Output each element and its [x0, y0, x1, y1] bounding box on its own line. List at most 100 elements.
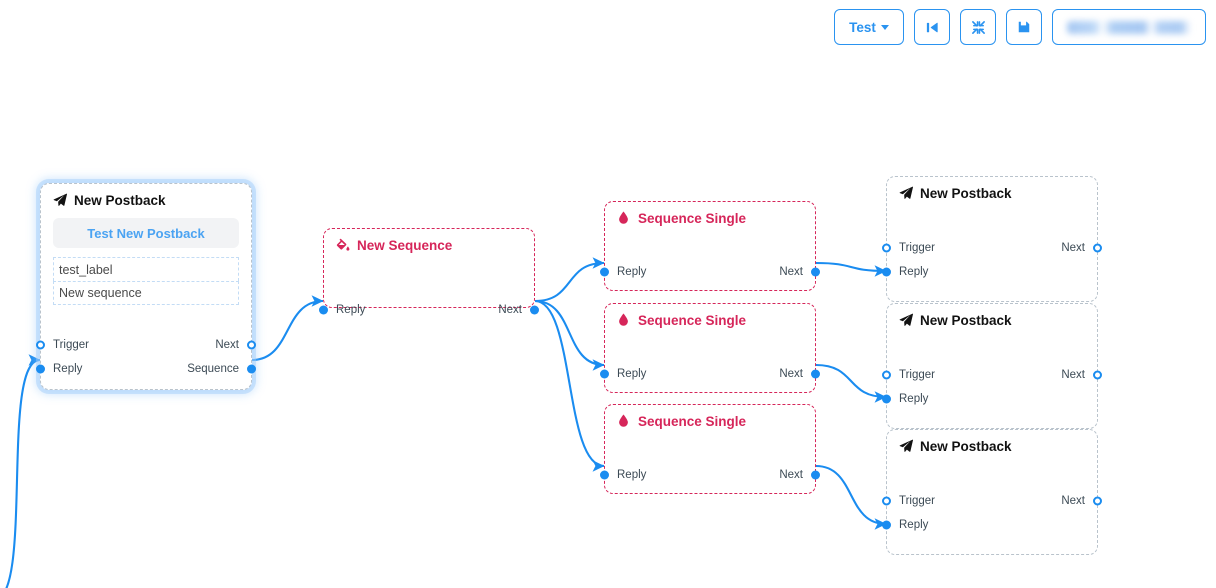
- port-next-label: Next: [779, 368, 803, 380]
- port-next-handle[interactable]: [1093, 370, 1102, 380]
- node-title: New Postback: [41, 184, 251, 208]
- port-reply-label: Reply: [617, 266, 647, 278]
- port-next-handle[interactable]: [1093, 243, 1102, 253]
- node-title-text: New Postback: [920, 313, 1012, 328]
- port-next-handle[interactable]: [811, 267, 820, 277]
- node-title: New Postback: [887, 304, 1097, 328]
- save-button[interactable]: [1006, 9, 1042, 45]
- port-reply-handle[interactable]: [600, 470, 609, 480]
- port-reply-label: Reply: [336, 304, 366, 316]
- paint-bucket-icon: [336, 238, 351, 253]
- port-row: Reply Sequence: [36, 361, 256, 377]
- node-title-text: New Sequence: [357, 238, 453, 253]
- edge-new-sequence-next-to-single-2[interactable]: [534, 299, 605, 371]
- port-next-handle[interactable]: [247, 340, 256, 350]
- node-title: Sequence Single: [605, 202, 815, 226]
- edge-single-1-to-postback-right-1[interactable]: [815, 261, 887, 277]
- edge-single-3-to-postback-right-3[interactable]: [815, 464, 887, 530]
- edge-new-sequence-next-to-single-1[interactable]: [534, 257, 605, 303]
- port-row: Reply: [882, 264, 1097, 280]
- port-row: Trigger Next: [36, 337, 256, 353]
- node-title: New Postback: [887, 430, 1097, 454]
- skip-to-start-icon: [925, 20, 940, 35]
- sequence-field[interactable]: New sequence: [53, 281, 239, 305]
- port-trigger-label: Trigger: [53, 339, 89, 351]
- edge-single-2-to-postback-right-2[interactable]: [815, 363, 887, 403]
- port-next-label: Next: [1061, 369, 1085, 381]
- compress-arrows-icon: [971, 20, 986, 35]
- port-trigger-label: Trigger: [899, 369, 935, 381]
- port-row: Reply Next: [319, 302, 539, 318]
- port-reply-handle[interactable]: [882, 520, 891, 530]
- port-next-handle[interactable]: [1093, 496, 1102, 506]
- node-title-text: Sequence Single: [638, 414, 747, 429]
- paper-plane-icon: [899, 439, 914, 454]
- water-drop-icon: [617, 414, 632, 429]
- node-title-text: New Postback: [920, 439, 1012, 454]
- skip-to-start-button[interactable]: [914, 9, 950, 45]
- port-row: Reply Next: [600, 264, 820, 280]
- test-new-postback-button[interactable]: Test New Postback: [53, 218, 239, 248]
- flow-name-value: [1067, 20, 1191, 34]
- port-row: Reply: [882, 517, 1097, 533]
- node-title: Sequence Single: [605, 304, 815, 328]
- compress-button[interactable]: [960, 9, 996, 45]
- port-reply-handle[interactable]: [882, 267, 891, 277]
- port-trigger-label: Trigger: [899, 495, 935, 507]
- port-reply-label: Reply: [617, 368, 647, 380]
- edge-new-sequence-next-to-single-3[interactable]: [534, 299, 605, 472]
- paper-plane-icon: [899, 186, 914, 201]
- port-next-label: Next: [215, 339, 239, 351]
- paper-plane-icon: [53, 193, 68, 208]
- node-title-text: Sequence Single: [638, 211, 747, 226]
- port-row: Reply Next: [600, 467, 820, 483]
- node-title: New Sequence: [324, 229, 534, 253]
- port-row: Reply: [882, 391, 1097, 407]
- port-sequence-label: Sequence: [187, 363, 239, 375]
- flow-name-field[interactable]: [1052, 9, 1206, 45]
- port-reply-handle[interactable]: [319, 305, 328, 315]
- node-title: New Postback: [887, 177, 1097, 201]
- port-reply-label: Reply: [53, 363, 83, 375]
- edge-postback-sequence-to-new-sequence-reply[interactable]: [251, 295, 324, 362]
- node-title-text: New Postback: [74, 193, 166, 208]
- port-next-label: Next: [779, 266, 803, 278]
- port-row: Trigger Next: [882, 240, 1102, 256]
- port-trigger-handle[interactable]: [882, 370, 891, 380]
- port-reply-handle[interactable]: [600, 369, 609, 379]
- port-next-handle[interactable]: [530, 305, 539, 315]
- port-next-handle[interactable]: [811, 369, 820, 379]
- label-field[interactable]: test_label: [53, 257, 239, 281]
- port-sequence-handle[interactable]: [247, 364, 256, 374]
- paper-plane-icon: [899, 313, 914, 328]
- edge-offscreen-to-postback-reply[interactable]: [0, 354, 41, 588]
- port-next-label: Next: [779, 469, 803, 481]
- test-dropdown-label: Test: [849, 19, 876, 35]
- port-trigger-label: Trigger: [899, 242, 935, 254]
- node-title: Sequence Single: [605, 405, 815, 429]
- water-drop-icon: [617, 211, 632, 226]
- port-trigger-handle[interactable]: [882, 243, 891, 253]
- port-next-label: Next: [498, 304, 522, 316]
- port-reply-label: Reply: [617, 469, 647, 481]
- port-row: Trigger Next: [882, 367, 1102, 383]
- port-reply-handle[interactable]: [36, 364, 45, 374]
- port-next-handle[interactable]: [811, 470, 820, 480]
- port-reply-handle[interactable]: [600, 267, 609, 277]
- port-trigger-handle[interactable]: [882, 496, 891, 506]
- port-trigger-handle[interactable]: [36, 340, 45, 350]
- test-dropdown-button[interactable]: Test: [834, 9, 904, 45]
- port-reply-handle[interactable]: [882, 394, 891, 404]
- port-next-label: Next: [1061, 242, 1085, 254]
- port-reply-label: Reply: [899, 393, 929, 405]
